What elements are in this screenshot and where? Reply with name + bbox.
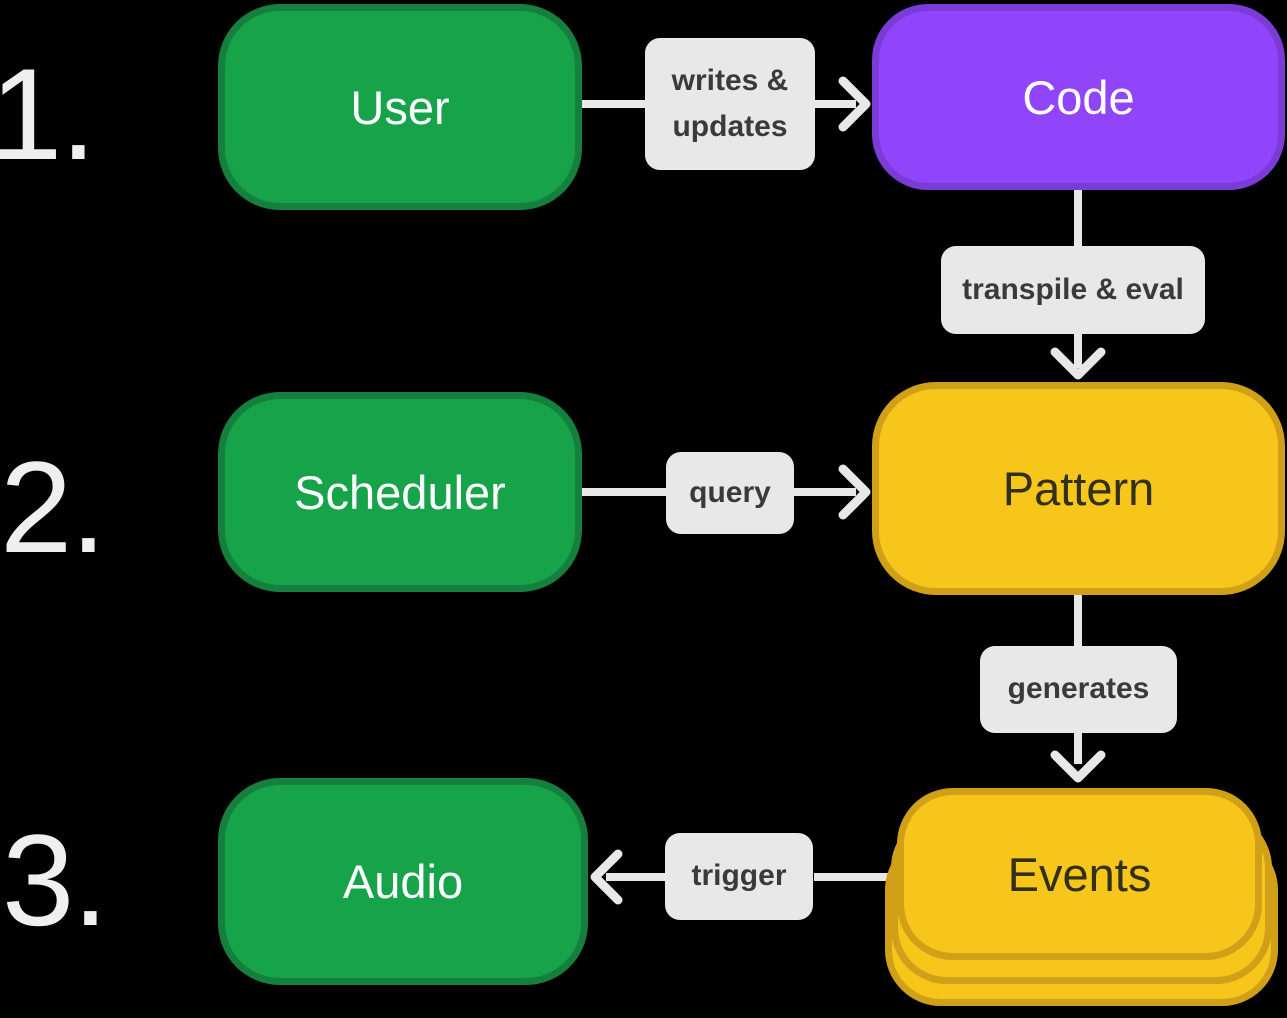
step-number-2: 2. — [0, 434, 106, 580]
edge-label-writes-updates: writes & updates — [645, 38, 815, 170]
node-scheduler: Scheduler — [218, 392, 582, 592]
arrowhead-right-icon — [838, 76, 871, 132]
node-user: User — [218, 4, 582, 210]
node-audio: Audio — [218, 778, 588, 985]
edge-label-trigger: trigger — [665, 833, 813, 920]
edge-label-query: query — [666, 452, 794, 534]
node-events-card-front: Events — [897, 788, 1262, 960]
arrowhead-down-icon — [1050, 347, 1106, 380]
arrowhead-right-icon — [838, 464, 871, 520]
arrowhead-left-icon — [590, 849, 623, 905]
connector-user-code — [582, 76, 871, 132]
step-number-1: 1. — [0, 41, 96, 187]
step-number-3: 3. — [2, 807, 108, 953]
node-events-stack: Events — [885, 788, 1278, 1012]
connector-scheduler-pattern — [582, 464, 871, 520]
node-code: Code — [872, 4, 1285, 190]
edge-label-generates: generates — [980, 646, 1177, 733]
edge-label-writes-updates-line2: updates — [672, 110, 788, 143]
node-pattern: Pattern — [872, 382, 1285, 595]
edge-label-transpile-eval: transpile & eval — [941, 246, 1205, 334]
node-events-label: Events — [1007, 847, 1152, 901]
arrowhead-down-icon — [1050, 750, 1106, 783]
connector-events-audio — [590, 849, 888, 905]
edge-label-writes-updates-line1: writes & — [671, 63, 789, 97]
